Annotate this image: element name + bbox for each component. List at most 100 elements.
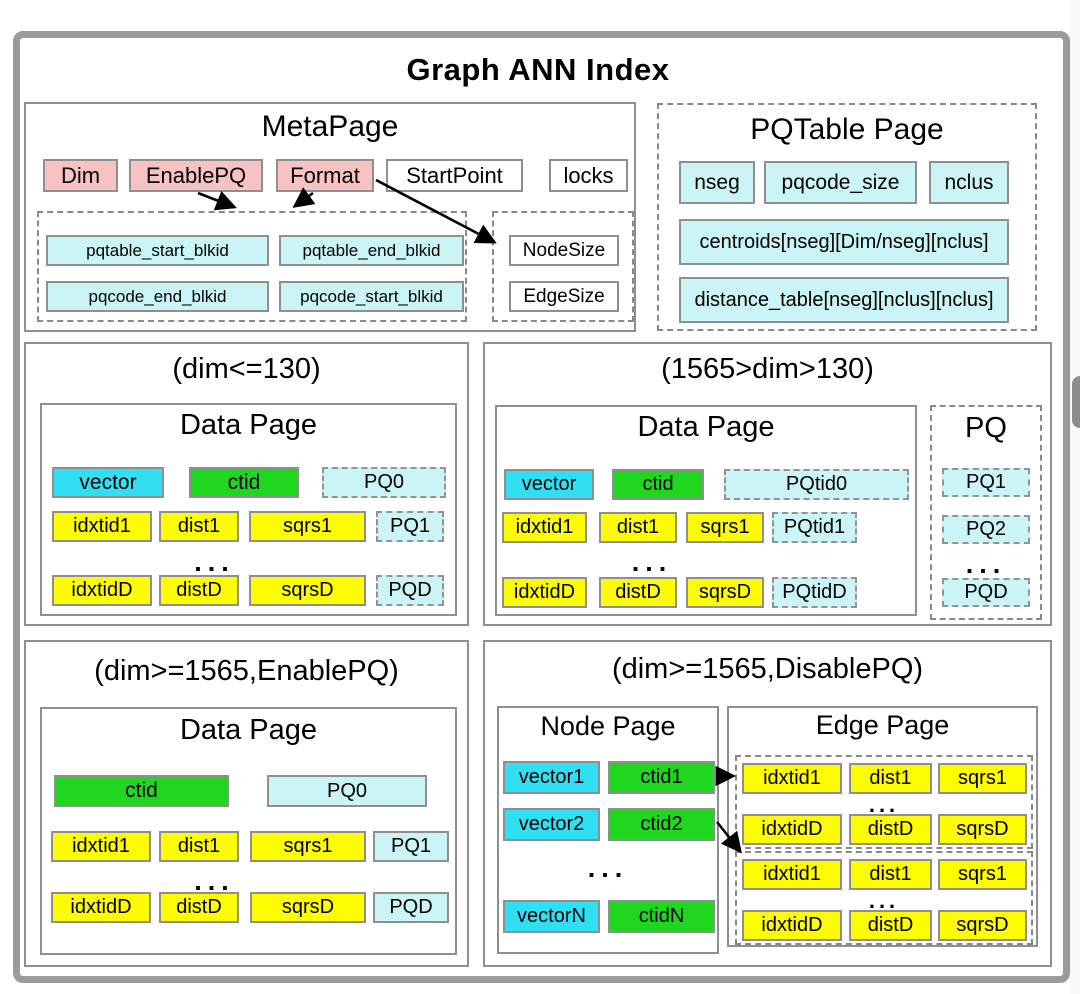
field-idxtidD: idxtidD [502,577,587,608]
field-edgesize: EdgeSize [509,281,619,312]
field-idxtid1: idxtid1 [742,859,842,890]
field-ctid: ctid [612,469,704,500]
edge-page-title: Edge Page [815,710,950,740]
field-pqtable-start-blkid: pqtable_start_blkid [46,235,269,266]
data-page-box-mid: Data Page vector ctid PQtid0 idxtid1 dis… [495,405,917,616]
data-page-box-large: Data Page ctid PQ0 idxtid1 dist1 sqrs1 P… [40,707,457,955]
field-dist1: dist1 [159,511,239,542]
field-dist1: dist1 [159,831,239,862]
field-distD: distD [159,892,239,923]
field-nclus: nclus [929,161,1009,204]
field-startpoint: StartPoint [386,159,523,192]
data-page-title: Data Page [637,411,775,443]
page-title: Graph ANN Index [406,52,670,87]
field-pqtidD: PQtidD [772,577,857,608]
field-pq0: PQ0 [267,775,427,807]
field-pqtid0: PQtid0 [724,469,909,500]
field-dist1: dist1 [849,763,932,794]
field-format: Format [276,159,374,192]
field-idxtidD: idxtidD [742,814,842,845]
field-pqtid1: PQtid1 [772,512,857,543]
field-ctid: ctid [189,467,299,498]
field-idxtid1: idxtid1 [502,512,587,543]
field-vectorN: vectorN [503,900,600,933]
field-enablepq: EnablePQ [129,159,263,192]
field-pq1: PQ1 [373,831,449,862]
data-page-title: Data Page [179,714,318,746]
scrollbar-thumb[interactable] [1072,376,1080,428]
section-large-disablepq-heading: (dim>=1565,DisablePQ) [611,653,924,685]
field-sqrsD: sqrsD [249,575,366,606]
field-vector2: vector2 [503,808,600,841]
edge-block-2: idxtid1 dist1 sqrs1 ... idxtidD distD sq… [735,851,1033,945]
field-distD: distD [159,575,239,606]
field-dist1: dist1 [599,512,677,543]
section-large-disablepq: (dim>=1565,DisablePQ) Node Page vector1 … [483,640,1052,967]
field-nseg: nseg [679,161,755,204]
metapage-panel: MetaPage Dim EnablePQ Format StartPoint … [24,102,636,332]
scrollbar-track [1070,0,1080,994]
pqtable-panel: PQTable Page nseg pqcode_size nclus cent… [657,103,1037,331]
field-vector: vector [504,469,594,500]
field-sqrsD: sqrsD [938,910,1027,941]
pq-column-box: PQ PQ1 PQ2 ... PQD [930,405,1042,620]
metapage-title: MetaPage [261,110,399,143]
edge-page-box: Edge Page idxtid1 dist1 sqrs1 ... idxtid… [727,706,1038,947]
field-sqrs1: sqrs1 [938,859,1027,890]
field-sqrs1: sqrs1 [686,512,764,543]
field-sqrs1: sqrs1 [249,511,366,542]
pqtable-title: PQTable Page [750,113,944,146]
field-ctid1: ctid1 [608,761,715,794]
field-pqD: PQD [373,892,449,923]
field-sqrsD: sqrsD [250,892,366,923]
field-nodesize: NodeSize [509,235,619,266]
field-pqD: PQD [376,575,444,606]
field-idxtidD: idxtidD [742,910,842,941]
field-pqcode-size: pqcode_size [764,161,917,204]
section-dim-small: (dim<=130) Data Page vector ctid PQ0 idx… [24,342,469,626]
field-vector: vector [52,467,164,498]
field-pqcode-end-blkid: pqcode_end_blkid [46,281,269,312]
field-dist1: dist1 [849,859,932,890]
section-large-enablepq-heading: (dim>=1565,EnablePQ) [94,655,399,687]
field-ctidN: ctidN [608,900,715,933]
pq-column-title: PQ [965,412,1007,444]
field-idxtidD: idxtidD [51,892,151,923]
field-dim: Dim [43,159,118,192]
field-idxtidD: idxtidD [52,575,152,606]
section-large-enablepq: (dim>=1565,EnablePQ) Data Page ctid PQ0 … [24,640,469,967]
field-pqD: PQD [942,578,1030,607]
field-sqrsD: sqrsD [686,577,764,608]
edge-block-1: idxtid1 dist1 sqrs1 ... idxtidD distD sq… [735,755,1033,849]
section-dim-small-heading: (dim<=130) [172,353,321,385]
field-pq0: PQ0 [322,467,446,498]
field-vector1: vector1 [503,761,600,794]
field-locks: locks [549,159,628,192]
field-distD: distD [849,910,932,941]
field-sqrs1: sqrs1 [250,831,366,862]
field-sqrsD: sqrsD [938,814,1027,845]
field-pq1: PQ1 [376,511,444,542]
data-page-box-small: Data Page vector ctid PQ0 idxtid1 dist1 … [40,403,457,616]
node-page-title: Node Page [540,711,676,741]
blkid-group-box: pqtable_start_blkid pqtable_end_blkid pq… [37,211,467,322]
field-pqcode-start-blkid: pqcode_start_blkid [279,281,464,312]
field-idxtid1: idxtid1 [742,763,842,794]
section-dim-mid-heading: (1565>dim>130) [661,353,874,385]
field-centroids: centroids[nseg][Dim/nseg][nclus] [679,219,1009,265]
field-idxtid1: idxtid1 [52,511,152,542]
node-page-box: Node Page vector1 ctid1 vector2 ctid2 ..… [497,706,719,954]
field-distD: distD [599,577,677,608]
field-pqtable-end-blkid: pqtable_end_blkid [279,235,464,266]
field-sqrs1: sqrs1 [938,763,1027,794]
field-ctid: ctid [54,775,229,807]
size-group-box: NodeSize EdgeSize [492,211,634,322]
section-dim-mid: (1565>dim>130) Data Page vector ctid PQt… [483,342,1052,626]
field-distance-table: distance_table[nseg][nclus][nclus] [679,277,1009,323]
field-ctid2: ctid2 [608,808,715,841]
field-idxtid1: idxtid1 [51,831,151,862]
data-page-title: Data Page [179,409,318,441]
field-pq2: PQ2 [942,515,1030,544]
field-pq1: PQ1 [942,468,1030,497]
field-distD: distD [849,814,932,845]
